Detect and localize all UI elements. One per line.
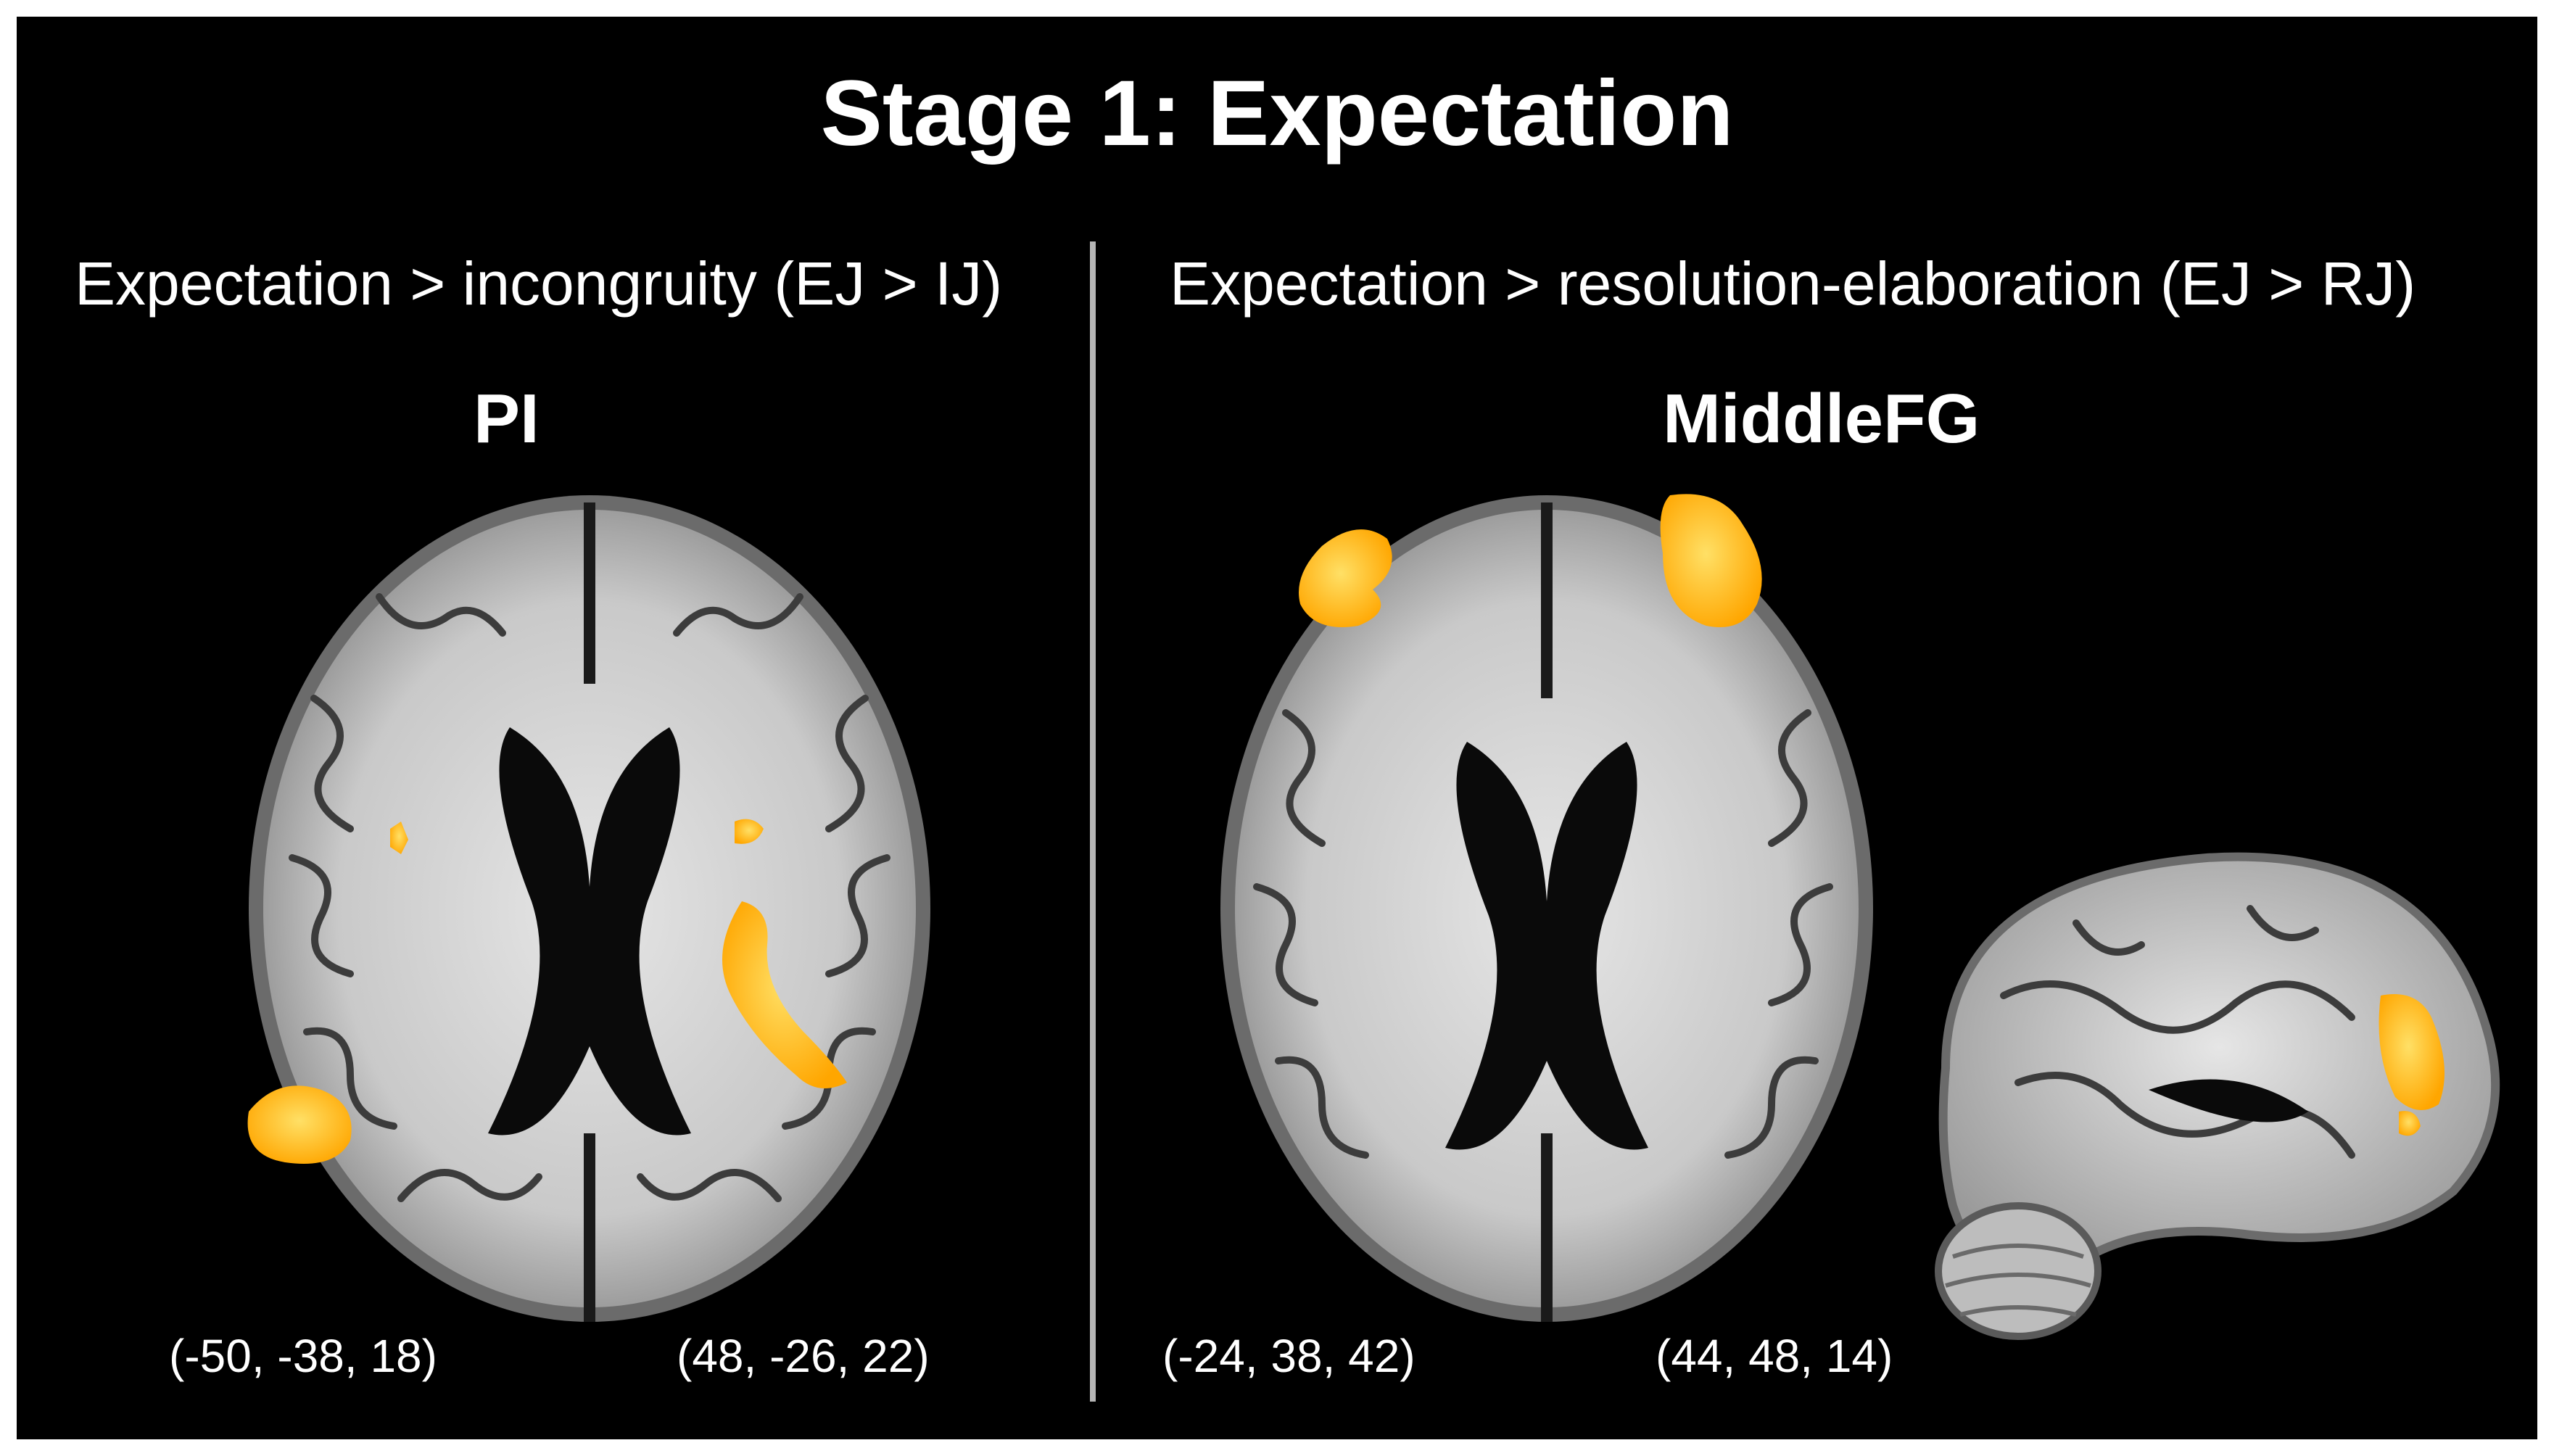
left-region-label: PI xyxy=(474,380,540,458)
figure-frame: Stage 1: Expectation Expectation > incon… xyxy=(17,17,2537,1439)
left-contrast-label: Expectation > incongruity (EJ > IJ) xyxy=(75,249,1003,318)
coordinate-label: (48, -26, 22) xyxy=(677,1330,930,1382)
right-contrast-label: Expectation > resolution-elaboration (EJ… xyxy=(1170,249,2416,318)
sagittal-brain-slice xyxy=(1935,852,2500,1340)
coordinate-label: (-50, -38, 18) xyxy=(169,1330,437,1382)
right-axial-brain-slice xyxy=(1220,494,1873,1322)
activation-blob xyxy=(247,1085,352,1164)
panel-divider xyxy=(1090,241,1096,1402)
figure-title: Stage 1: Expectation xyxy=(820,62,1734,165)
right-region-label: MiddleFG xyxy=(1663,380,1980,458)
coordinate-label: (44, 48, 14) xyxy=(1656,1330,1893,1382)
coordinate-label: (-24, 38, 42) xyxy=(1162,1330,1416,1382)
left-axial-brain-slice xyxy=(247,495,930,1322)
